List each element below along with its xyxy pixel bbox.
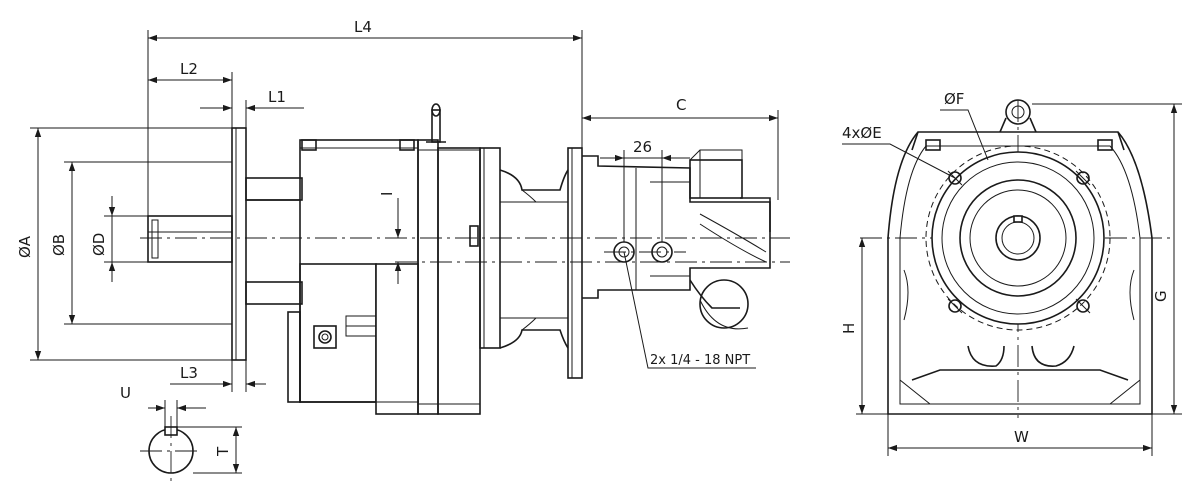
label-U: U [120,384,131,402]
label-holesE: 4xØE [842,124,882,142]
dim-T [177,426,242,474]
shaft-section [140,416,202,484]
dim-L4 [147,30,583,216]
dim-C [582,110,779,200]
lifting-eye [426,103,446,143]
label-phiD: ØD [90,233,108,256]
label-phiA: ØA [16,235,34,258]
dim-H [856,238,888,415]
motor-input [582,149,771,330]
end-lifting-eye [999,99,1037,133]
dim-phiA [30,127,232,361]
dim-L1 [200,100,304,128]
label-H: H [840,323,858,334]
npt-leader [623,251,756,369]
dim-phiD [104,196,148,282]
bearing-housing [245,177,303,305]
label-T: T [214,446,232,457]
label-phiB: ØB [50,234,68,256]
label-L4: L4 [354,18,372,36]
bolt-holes [947,170,1091,314]
label-W: W [1014,428,1029,446]
dim-U [148,400,206,427]
dim-G [1032,103,1182,415]
label-G: G [1152,290,1170,302]
side-view [30,30,790,484]
end-flange [925,145,1111,331]
dim-26 [600,150,690,242]
label-I: I [378,192,396,196]
motor-adapter [499,169,569,349]
end-view [842,99,1182,456]
label-L1: L1 [268,88,286,106]
output-shaft [147,215,233,263]
dim-L3 [170,360,266,392]
label-L3: L3 [180,364,198,382]
drain-plug [313,325,337,349]
label-26: 26 [633,138,652,156]
output-flange [231,127,247,361]
label-npt: 2x 1/4 - 18 NPT [650,353,750,368]
intermediate-housing [417,139,501,415]
npt-ports [604,241,686,263]
label-L2: L2 [180,60,198,78]
label-phiF: ØF [944,90,964,108]
label-C: C [676,96,686,114]
motor-flange [567,147,583,379]
dim-L2 [148,72,233,128]
dimension-labels: L4 L2 L1 L3 C 26 I ØA ØB ØD U T 2x 1/4 -… [16,18,1170,457]
end-bosses [967,345,1075,367]
dim-W [887,414,1153,456]
dim-phiB [64,161,232,325]
